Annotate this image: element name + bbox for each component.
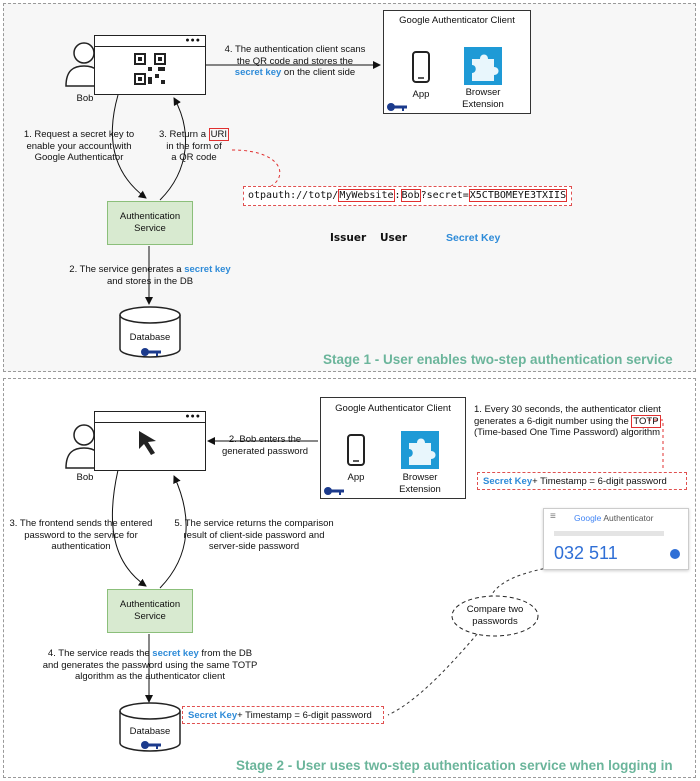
window-dots-icon: ●●● <box>185 37 201 44</box>
formula-secret-key: Secret Key <box>483 475 533 487</box>
user-label: User <box>380 232 408 244</box>
client-title-stage2: Google Authenticator Client <box>335 403 451 414</box>
db-key-icon <box>141 741 161 749</box>
step4-text-main: 4. The authentication client scans the Q… <box>224 44 366 67</box>
cursor-arrow-icon <box>139 431 156 455</box>
step1-text: 1. Request a secret key to enable your a… <box>23 129 135 163</box>
stage-2-title: Stage 2 - User uses two-step authenticat… <box>236 758 673 773</box>
extension-label-stage2: Browser Extension <box>399 472 441 495</box>
authenticator-client-box: Google Authenticator Client App Browser … <box>383 10 531 114</box>
uri-issuer: MyWebsite <box>338 189 395 202</box>
step4-text-end: on the client side <box>281 67 356 78</box>
person-icon-stage2 <box>65 424 103 469</box>
compare-bubble <box>451 595 539 637</box>
compare-text: Compare two passwords <box>466 604 524 627</box>
browser-titlebar-stage2: ●●● <box>95 412 205 423</box>
step2-secret-key: secret key <box>184 264 231 275</box>
client-title: Google Authenticator Client <box>399 15 515 26</box>
db-key-icon <box>141 348 161 356</box>
database-icon <box>119 306 181 358</box>
authenticator-client-box-stage2: Google Authenticator Client App Browser … <box>320 397 466 499</box>
stage2-step5-text: 5. The service returns the comparison re… <box>174 518 334 552</box>
timer-icon <box>670 549 680 559</box>
bob-label-stage2: Bob <box>76 472 94 483</box>
uri-secret: X5CTBOMEYE3TXIIS <box>468 189 568 202</box>
app-label-stage2: App <box>347 472 365 483</box>
stage2-step1-main: 1. Every 30 seconds, the authenticator c… <box>474 404 661 427</box>
database-icon-stage2 <box>119 702 181 752</box>
extension-label: Browser Extension <box>462 87 504 110</box>
phone-icon <box>347 434 365 466</box>
key-icon <box>387 103 407 111</box>
arrow-return-result <box>159 475 187 589</box>
stage-1-title: Stage 1 - User enables two-step authenti… <box>323 352 673 367</box>
stage2-step4-text: 4. The service reads the secret key from… <box>25 648 275 683</box>
authenticator-phone-screen: ≡ Google Authenticator 032 511 <box>543 508 689 570</box>
uri-secret-param: ?secret= <box>420 190 469 201</box>
step2-text-main: 2. The service generates a <box>69 264 185 275</box>
stage2-step4-main: 4. The service reads the <box>47 648 153 659</box>
client-password-formula: Secret Key + Timestamp = 6-digit passwor… <box>477 472 687 490</box>
secret-key-label: Secret Key <box>446 232 501 244</box>
arrow-send-password <box>111 469 147 587</box>
totp-callout-line <box>648 419 664 470</box>
phone-icon <box>412 51 430 83</box>
authenticator-title: Authenticator <box>601 513 654 523</box>
formula-rest: + Timestamp = 6-digit password <box>532 475 667 487</box>
uri-prefix: otpauth://totp/ <box>248 190 339 201</box>
server-password-formula: Secret Key + Timestamp = 6-digit passwor… <box>182 706 384 724</box>
authentication-service-stage2: Authentication Service <box>107 589 193 633</box>
person-icon <box>65 42 103 87</box>
stage-2-panel <box>3 378 696 778</box>
compare-line-server <box>387 624 486 716</box>
step3-text-end: in the form of a QR code <box>166 140 222 164</box>
step3-text-main: 3. Return a <box>158 129 209 140</box>
stage2-step1-end: (Time-based One Time Password) algorithm <box>474 427 661 438</box>
browser-window: ●●● <box>94 35 206 95</box>
authentication-service: Authentication Service <box>107 201 193 245</box>
uri-user: Bob <box>400 189 421 202</box>
browser-titlebar: ●●● <box>95 36 205 47</box>
browser-window-stage2: ●●● <box>94 411 206 471</box>
authenticator-header: Google Authenticator <box>574 513 653 523</box>
stage2-step4-end: from the DB and generates the password u… <box>42 648 258 682</box>
stage2-step2-text: 2. Bob enters the generated password <box>221 434 309 457</box>
google-wordmark: Google <box>574 513 602 523</box>
arrow-request-key <box>111 94 147 199</box>
arrow-return-uri <box>159 97 186 201</box>
totp-highlight: TOTP <box>631 414 661 428</box>
app-label: App <box>412 89 430 100</box>
issuer-label: Issuer <box>330 232 367 244</box>
step2-text: 2. The service generates a secret key an… <box>60 264 240 287</box>
puzzle-extension-icon <box>401 431 439 469</box>
uri-separator: : <box>394 190 401 201</box>
window-dots-icon: ●●● <box>185 413 201 420</box>
otpauth-uri: otpauth://totp/MyWebsite:Bob?secret=X5CT… <box>243 186 573 206</box>
uri-callout-line <box>231 149 281 191</box>
uri-highlight: URI <box>208 128 229 141</box>
account-placeholder <box>554 531 664 536</box>
database-label-stage2: Database <box>129 726 171 737</box>
key-icon <box>324 487 344 495</box>
otp-code: 032 511 <box>554 543 618 563</box>
database-label: Database <box>129 332 171 343</box>
server-formula-rest: + Timestamp = 6-digit password <box>237 709 372 721</box>
step4-text: 4. The authentication client scans the Q… <box>212 44 378 79</box>
qr-code-icon <box>134 53 166 85</box>
server-formula-secret-key: Secret Key <box>188 709 238 721</box>
stage2-step3-text: 3. The frontend sends the entered passwo… <box>9 518 153 552</box>
step2-text-end: and stores in the DB <box>106 275 194 287</box>
step3-text: 3. Return a URI in the form of a QR code <box>150 128 238 164</box>
puzzle-extension-icon <box>464 47 502 85</box>
bob-label: Bob <box>76 93 94 104</box>
menu-icon: ≡ <box>550 511 556 522</box>
stage2-step4-secret-key: secret key <box>152 648 199 659</box>
step4-secret-key: secret key <box>234 67 282 78</box>
stage2-step1-text: 1. Every 30 seconds, the authenticator c… <box>474 404 694 439</box>
